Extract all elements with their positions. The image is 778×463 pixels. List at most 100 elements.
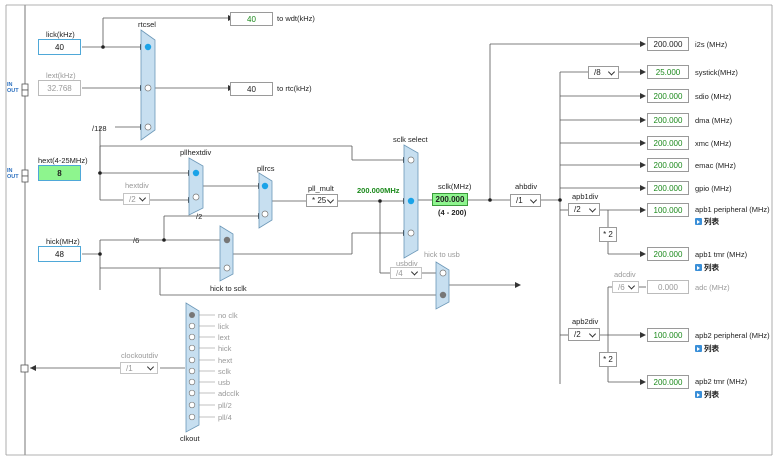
hick-to-sclk-label: hick to sclk bbox=[210, 284, 247, 293]
apb1div-label: apb1div bbox=[572, 192, 599, 201]
dma-label: dma (MHz) bbox=[695, 116, 733, 125]
apb1div-value: /2 bbox=[574, 205, 581, 214]
clkout-option[interactable]: adcclk bbox=[218, 389, 240, 398]
sclk-range-label: (4 - 200) bbox=[438, 208, 467, 217]
hick-to-usb-label: hick to usb bbox=[424, 250, 460, 259]
usbdiv-value: /4 bbox=[396, 268, 403, 278]
adc-label: adc (MHz) bbox=[695, 283, 730, 292]
i2s-label: i2s (MHz) bbox=[695, 40, 728, 49]
gpio-output: 200.000 bbox=[647, 181, 689, 195]
out-label: OUT bbox=[7, 88, 19, 94]
apb1div-select[interactable]: /2 bbox=[568, 203, 600, 216]
lick-input[interactable]: 40 bbox=[38, 39, 81, 55]
apb1-tmr-label: apb1 tmr (MHz) bbox=[695, 250, 748, 259]
hick-to-sclk-mux bbox=[219, 225, 234, 282]
emac-label: emac (MHz) bbox=[695, 161, 736, 170]
chevron-down-icon bbox=[529, 195, 538, 204]
chevron-down-icon bbox=[410, 268, 419, 276]
pll-mult-label: pll_mult bbox=[308, 184, 334, 193]
chevron-down-icon bbox=[588, 204, 597, 213]
chevron-down-icon bbox=[588, 329, 597, 338]
clkout-option[interactable]: hext bbox=[218, 356, 233, 365]
clockoutdiv-label: clockoutdiv bbox=[121, 351, 159, 360]
sclk-label: sclk(MHz) bbox=[438, 182, 472, 191]
wdt-label: to wdt(kHz) bbox=[277, 14, 315, 23]
list-icon bbox=[695, 345, 702, 352]
hext-label: hext(4-25MHz) bbox=[38, 156, 88, 165]
adcdiv-value: /6 bbox=[618, 282, 625, 292]
lext-inout-label: IN OUT bbox=[7, 82, 19, 94]
systick-div-select[interactable]: /8 bbox=[588, 66, 619, 79]
clkout-label: clkout bbox=[180, 434, 200, 443]
apb2-peripheral-label: apb2 peripheral (MHz) bbox=[695, 331, 770, 340]
gpio-label: gpio (MHz) bbox=[695, 184, 732, 193]
apb1-tmr-list-link[interactable]: 列表 bbox=[695, 262, 719, 273]
list-icon bbox=[695, 264, 702, 271]
chevron-down-icon bbox=[146, 363, 155, 371]
list-link-label: 列表 bbox=[704, 217, 719, 226]
pllrcs-div2-label: /2 bbox=[196, 212, 203, 221]
clkout-option[interactable]: no clk bbox=[218, 311, 238, 320]
list-link-label: 列表 bbox=[704, 390, 719, 399]
list-link-label: 列表 bbox=[704, 344, 719, 353]
lext-input[interactable]: 32.768 bbox=[38, 80, 81, 96]
apb1-peripheral-list-link[interactable]: 列表 bbox=[695, 216, 719, 227]
clkout-option[interactable]: sclk bbox=[218, 367, 231, 376]
apb2div-select[interactable]: /2 bbox=[568, 328, 600, 341]
hext-input[interactable]: 8 bbox=[38, 165, 81, 181]
pll-mult-select[interactable]: * 25 bbox=[306, 194, 338, 207]
hext-inout-label: IN OUT bbox=[7, 168, 19, 180]
chevron-down-icon bbox=[138, 194, 147, 202]
apb2-peripheral-list-link[interactable]: 列表 bbox=[695, 343, 719, 354]
systick-div-value: /8 bbox=[594, 68, 601, 77]
sclk-output: 200.000 bbox=[432, 193, 468, 206]
hextdiv-select[interactable]: /2 bbox=[123, 193, 150, 205]
usbdiv-select[interactable]: /4 bbox=[390, 267, 422, 279]
clkout-option[interactable]: usb bbox=[218, 378, 231, 387]
lick-label: lick(kHz) bbox=[46, 30, 75, 39]
adcdiv-select[interactable]: /6 bbox=[612, 281, 639, 293]
apb1-peripheral-label: apb1 peripheral (MHz) bbox=[695, 205, 770, 214]
sdio-output: 200.000 bbox=[647, 89, 689, 103]
xmc-label: xmc (MHz) bbox=[695, 139, 732, 148]
list-link-label: 列表 bbox=[704, 263, 719, 272]
hextdiv-value: /2 bbox=[129, 194, 136, 204]
apb1-mult-box: * 2 bbox=[599, 227, 617, 242]
in-label: IN bbox=[7, 168, 13, 174]
apb2-tmr-label: apb2 tmr (MHz) bbox=[695, 377, 748, 386]
adcdiv-label: adcdiv bbox=[614, 270, 636, 279]
apb2-tmr-list-link[interactable]: 列表 bbox=[695, 389, 719, 400]
apb2div-label: apb2div bbox=[572, 317, 599, 326]
dma-output: 200.000 bbox=[647, 113, 689, 127]
apb2-mult-box: * 2 bbox=[599, 352, 617, 367]
adc-output: 0.000 bbox=[647, 280, 689, 294]
clkout-option[interactable]: lick bbox=[218, 322, 229, 331]
out-label: OUT bbox=[7, 174, 19, 180]
usbdiv-label: usbdiv bbox=[396, 259, 418, 268]
rtcsel-label: rtcsel bbox=[138, 20, 156, 29]
pllrcs-label: pllrcs bbox=[257, 164, 275, 173]
hextdiv-label: hextdiv bbox=[125, 181, 149, 190]
list-icon bbox=[695, 218, 702, 225]
clockoutdiv-select[interactable]: /1 bbox=[120, 362, 158, 374]
wdt-output: 40 bbox=[230, 12, 273, 26]
clkout-option[interactable]: pll/2 bbox=[218, 401, 232, 410]
hick-input[interactable]: 48 bbox=[38, 246, 81, 262]
pllrcs-mux bbox=[258, 172, 273, 229]
clockoutdiv-value: /1 bbox=[126, 363, 133, 373]
clkout-option[interactable]: pll/4 bbox=[218, 413, 232, 422]
pllhextdiv-label: pllhextdiv bbox=[180, 148, 212, 157]
pll-result-label: 200.000MHz bbox=[357, 186, 400, 195]
ahbdiv-select[interactable]: /1 bbox=[510, 194, 541, 207]
sdio-label: sdio (MHz) bbox=[695, 92, 732, 101]
pllhextdiv-mux bbox=[188, 157, 204, 216]
apb2-tmr-output: 200.000 bbox=[647, 375, 689, 389]
clkout-mux bbox=[185, 302, 200, 433]
sclk-select-label: sclk select bbox=[393, 135, 428, 144]
chevron-down-icon bbox=[607, 67, 616, 76]
clkout-option[interactable]: hick bbox=[218, 344, 232, 353]
in-label: IN bbox=[7, 82, 13, 88]
clkout-option[interactable]: lext bbox=[218, 333, 230, 342]
systick-output: 25.000 bbox=[647, 65, 689, 79]
